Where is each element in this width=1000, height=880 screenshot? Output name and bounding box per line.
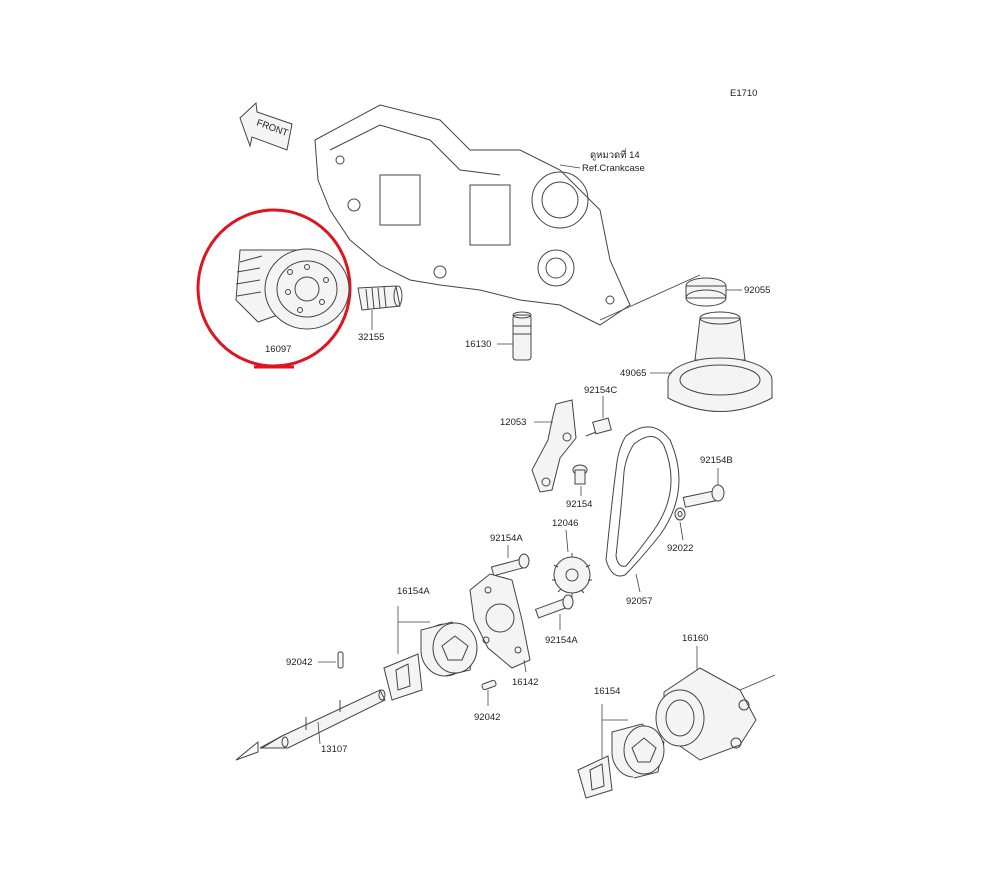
- part-label-16160[interactable]: 16160: [682, 633, 708, 644]
- bolt-92154-part[interactable]: [572, 464, 588, 485]
- rotor-16154a-part[interactable]: [383, 621, 478, 701]
- front-arrow-icon: FRONT: [239, 101, 293, 151]
- part-label-12053[interactable]: 12053: [500, 417, 526, 428]
- bolt-92154a-top-part[interactable]: [490, 553, 530, 577]
- part-label-92022[interactable]: 92022: [667, 543, 693, 554]
- sprocket-12046-part[interactable]: [552, 553, 592, 597]
- crankcase-ref-thai: ดูหมวดที่ 14: [590, 148, 640, 161]
- part-label-12046[interactable]: 12046: [552, 518, 578, 529]
- part-label-16154[interactable]: 16154: [594, 686, 620, 697]
- oil-filter-part[interactable]: [235, 248, 350, 330]
- part-label-92154A-bottom[interactable]: 92154A: [545, 635, 578, 646]
- part-label-92042-mid[interactable]: 92042: [474, 712, 500, 723]
- part-label-92057[interactable]: 92057: [626, 596, 652, 607]
- part-label-92154[interactable]: 92154: [566, 499, 592, 510]
- part-label-16154A[interactable]: 16154A: [397, 586, 430, 597]
- part-label-92154A-top[interactable]: 92154A: [490, 533, 523, 544]
- part-label-49065[interactable]: 49065: [620, 368, 646, 379]
- part-label-16130[interactable]: 16130: [465, 339, 491, 350]
- pump-housing-16160-part[interactable]: [655, 667, 757, 761]
- bolt-92154a-bottom-part[interactable]: [534, 594, 574, 619]
- part-label-32155[interactable]: 32155: [358, 332, 384, 343]
- pin-92042-mid-part[interactable]: [481, 679, 497, 691]
- chain-guide-12053-part[interactable]: [531, 399, 577, 493]
- diagram-code: E1710: [730, 88, 757, 99]
- rotor-16154-part[interactable]: [577, 723, 665, 799]
- strainer-49065-part[interactable]: [667, 311, 773, 412]
- pin-92042-left-part[interactable]: [337, 651, 344, 669]
- part-label-92055[interactable]: 92055: [744, 285, 770, 296]
- part-label-13107[interactable]: 13107: [321, 744, 347, 755]
- oil-pipe-part[interactable]: [512, 311, 532, 361]
- crankcase-illustration: [314, 104, 631, 326]
- fitting-92055-part[interactable]: [685, 277, 727, 307]
- bolt-92154b-part[interactable]: [682, 484, 725, 508]
- bolt-92154c-part[interactable]: [585, 417, 612, 437]
- crankcase-ref-text: Ref.Crankcase: [582, 163, 645, 174]
- shaft-13107-part[interactable]: [235, 689, 386, 761]
- washer-92022-part[interactable]: [674, 507, 686, 521]
- part-label-16142[interactable]: 16142: [512, 677, 538, 688]
- oil-pump-cover-16142-part[interactable]: [469, 573, 531, 669]
- part-label-92154B[interactable]: 92154B: [700, 455, 733, 466]
- part-label-92154C[interactable]: 92154C: [584, 385, 617, 396]
- part-label-16097[interactable]: 16097: [265, 344, 291, 355]
- chain-92057-part[interactable]: [605, 426, 680, 577]
- part-label-92042-left[interactable]: 92042: [286, 657, 312, 668]
- oil-union-part[interactable]: [357, 285, 403, 311]
